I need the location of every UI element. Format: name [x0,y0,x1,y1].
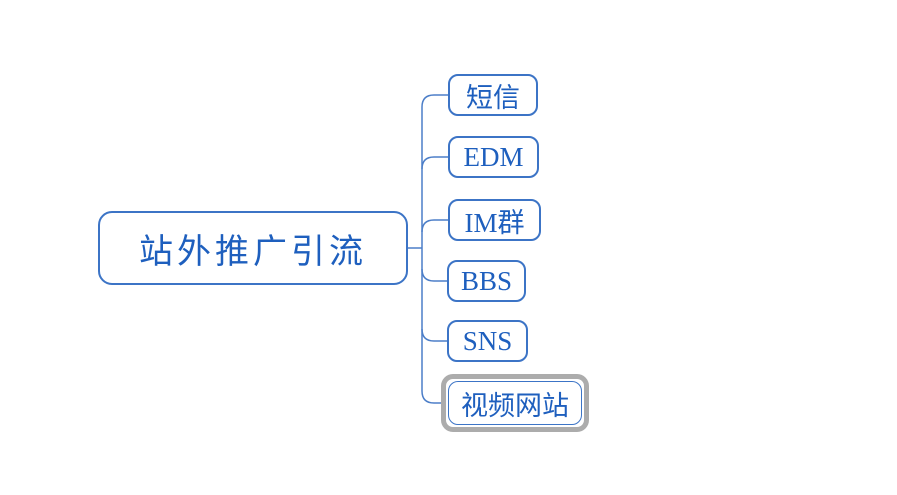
node-sms-label: 短信 [466,82,520,113]
node-im-group-label: IM群 [464,207,525,238]
node-edm[interactable]: EDM [448,136,539,178]
node-edm-label: EDM [463,141,524,172]
node-im-group[interactable]: IM群 [448,199,541,241]
connector-branch-sns [421,328,448,342]
connector-branch-im [421,219,449,233]
connector-branch-bbs [421,268,448,282]
selection-ring: 视频网站 [441,374,589,432]
connector-branch-edm [421,156,449,170]
node-bbs-label: BBS [460,265,513,296]
node-sms[interactable]: 短信 [448,74,538,116]
node-sns[interactable]: SNS [447,320,528,362]
node-video-site-label: 视频网站 [461,390,569,421]
node-root[interactable]: 站外推广引流 [98,211,408,285]
node-video-site[interactable]: 视频网站 [448,381,582,425]
node-sns-label: SNS [462,325,513,356]
connector-trunk [421,94,435,404]
node-bbs[interactable]: BBS [447,260,526,302]
node-root-label: 站外推广引流 [139,233,367,271]
